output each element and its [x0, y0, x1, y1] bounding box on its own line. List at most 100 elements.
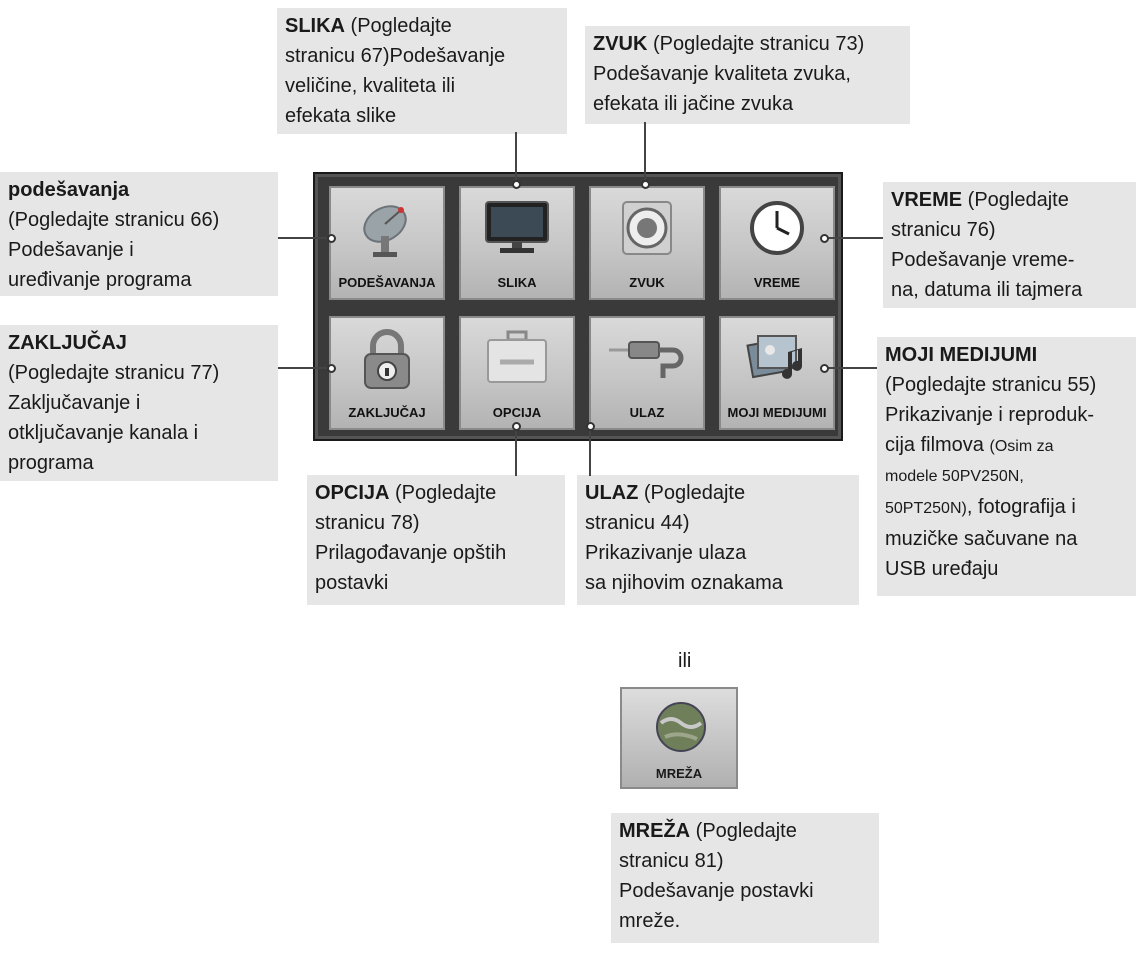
- callout-zvuk: ZVUK (Pogledajte stranicu 73) Podešavanj…: [585, 26, 910, 124]
- callout-title: OPCIJA: [315, 482, 390, 504]
- callout-zakljucaj: ZAKLJUČAJ (Pogledajte stranicu 77) Zaklj…: [0, 325, 278, 481]
- callout-text: (Pogledajte: [962, 189, 1069, 211]
- callout-text: na, datuma ili tajmera: [891, 279, 1083, 301]
- callout-text: stranicu 76): [891, 219, 996, 241]
- satellite-dish-icon: [363, 205, 407, 257]
- callout-text: otključavanje kanala i: [8, 422, 199, 444]
- connector-line: [515, 428, 517, 476]
- padlock-icon: [364, 329, 410, 389]
- callout-text: Prikazivanje ulaza: [585, 542, 747, 564]
- tile-mreza[interactable]: MREŽA: [620, 687, 738, 789]
- callout-text: Podešavanje i: [8, 239, 134, 261]
- tile-label: MOJI MEDIJUMI: [727, 405, 827, 420]
- callout-moji-medijumi: MOJI MEDIJUMI (Pogledajte stranicu 55) P…: [877, 337, 1136, 596]
- callout-text: (Pogledajte stranicu 73): [647, 33, 865, 55]
- tv-icon: [485, 201, 549, 253]
- callout-text: (Pogledajte: [690, 820, 797, 842]
- tile-label: ULAZ: [629, 405, 665, 420]
- callout-text: uređivanje programa: [8, 269, 192, 291]
- connector-line: [826, 367, 877, 369]
- callout-text: (Osim za: [989, 438, 1054, 455]
- callout-text: (Pogledajte: [345, 15, 452, 37]
- connector-line: [589, 428, 591, 476]
- speaker-icon: [622, 201, 672, 255]
- tile-label: SLIKA: [497, 275, 537, 290]
- callout-title: podešavanja: [8, 179, 130, 201]
- callout-text: (Pogledajte stranicu 55): [885, 374, 1097, 396]
- callout-text: (Pogledajte stranicu 66): [8, 209, 220, 231]
- callout-opcija: OPCIJA (Pogledajte stranicu 78) Prilagođ…: [307, 475, 565, 605]
- callout-text: modele 50PV250N,: [885, 468, 1024, 485]
- connector-dot: [512, 422, 521, 431]
- callout-text: (Pogledajte: [389, 482, 497, 504]
- callout-text: sa njihovim oznakama: [585, 572, 783, 594]
- callout-text: cija filmova: [885, 434, 990, 456]
- tile-moji-medijumi[interactable]: MOJI MEDIJUMI: [719, 316, 835, 430]
- connector-dot: [512, 180, 521, 189]
- callout-text: Prikazivanje i reproduk-: [885, 404, 1094, 426]
- connector-dot: [641, 180, 650, 189]
- callout-text: USB uređaju: [885, 558, 999, 580]
- toolbox-icon: [487, 330, 547, 383]
- tile-podesavanja[interactable]: PODEŠAVANJA: [329, 186, 445, 300]
- tile-opcija[interactable]: OPCIJA: [459, 316, 575, 430]
- callout-vreme: VREME (Pogledajte stranicu 76) Podešavan…: [883, 182, 1136, 308]
- callout-text: 50PT250N): [885, 500, 967, 517]
- callout-text: programa: [8, 452, 94, 474]
- tile-ulaz[interactable]: ULAZ: [589, 316, 705, 430]
- callout-text: Podešavanje vreme-: [891, 249, 1075, 271]
- callout-text: efekata ili jačine zvuka: [593, 93, 794, 115]
- tile-zakljucaj[interactable]: ZAKLJUČAJ: [329, 316, 445, 430]
- callout-mreza: MREŽA (Pogledajte stranicu 81) Podešavan…: [611, 813, 879, 943]
- tile-vreme[interactable]: VREME: [719, 186, 835, 300]
- callout-slika: SLIKA (Pogledajte stranicu 67)Podešavanj…: [277, 8, 567, 134]
- callout-title: MREŽA: [619, 820, 691, 842]
- callout-text: , fotografija i: [966, 496, 1076, 518]
- connector-dot: [820, 364, 829, 373]
- callout-text: muzičke sačuvane na: [885, 528, 1078, 550]
- callout-title: MOJI MEDIJUMI: [885, 344, 1038, 366]
- callout-text: Zaključavanje i: [8, 392, 141, 414]
- or-label: ili: [678, 650, 692, 672]
- tile-label: MREŽA: [655, 766, 703, 781]
- connector-line: [278, 237, 330, 239]
- connector-dot: [820, 234, 829, 243]
- callout-text: efekata slike: [285, 105, 397, 127]
- globe-icon: [656, 702, 706, 752]
- connector-dot: [586, 422, 595, 431]
- tile-label: VREME: [753, 275, 801, 290]
- callout-text: (Pogledajte: [638, 482, 746, 504]
- callout-ulaz: ULAZ (Pogledajte stranicu 44) Prikazivan…: [577, 475, 859, 605]
- callout-title: ULAZ: [585, 482, 639, 504]
- callout-text: stranicu 67)Podešavanje: [285, 45, 506, 67]
- connector-dot: [327, 234, 336, 243]
- callout-title: ZVUK: [593, 33, 648, 55]
- tile-label: ZVUK: [629, 275, 665, 290]
- callout-title: ZAKLJUČAJ: [8, 332, 127, 354]
- tile-label: PODEŠAVANJA: [338, 275, 436, 290]
- callout-text: postavki: [315, 572, 389, 594]
- callout-text: stranicu 78): [315, 512, 420, 534]
- tile-label: ZAKLJUČAJ: [348, 405, 426, 420]
- callout-text: stranicu 44): [585, 512, 690, 534]
- cable-plug-icon: [609, 341, 684, 378]
- callout-text: (Pogledajte stranicu 77): [8, 362, 220, 384]
- callout-podesavanja: podešavanja (Pogledajte stranicu 66) Pod…: [0, 172, 278, 296]
- callout-text: Podešavanje kvaliteta zvuka,: [593, 63, 851, 85]
- tile-zvuk[interactable]: ZVUK: [589, 186, 705, 300]
- media-photos-music-icon: [746, 335, 802, 379]
- callout-text: Podešavanje postavki: [619, 880, 814, 902]
- tile-label: OPCIJA: [492, 405, 542, 420]
- connector-line: [826, 237, 883, 239]
- tile-slika[interactable]: SLIKA: [459, 186, 575, 300]
- clock-icon: [750, 201, 804, 255]
- callout-text: Prilagođavanje opštih: [315, 542, 507, 564]
- home-menu-panel: PODEŠAVANJA SLIKA ZVUK VREME: [313, 172, 843, 441]
- connector-line: [515, 132, 517, 184]
- connector-line: [644, 122, 646, 184]
- callout-text: mreže.: [619, 910, 681, 932]
- callout-title: SLIKA: [285, 15, 345, 37]
- callout-title: VREME: [891, 189, 963, 211]
- connector-dot: [327, 364, 336, 373]
- callout-text: stranicu 81): [619, 850, 724, 872]
